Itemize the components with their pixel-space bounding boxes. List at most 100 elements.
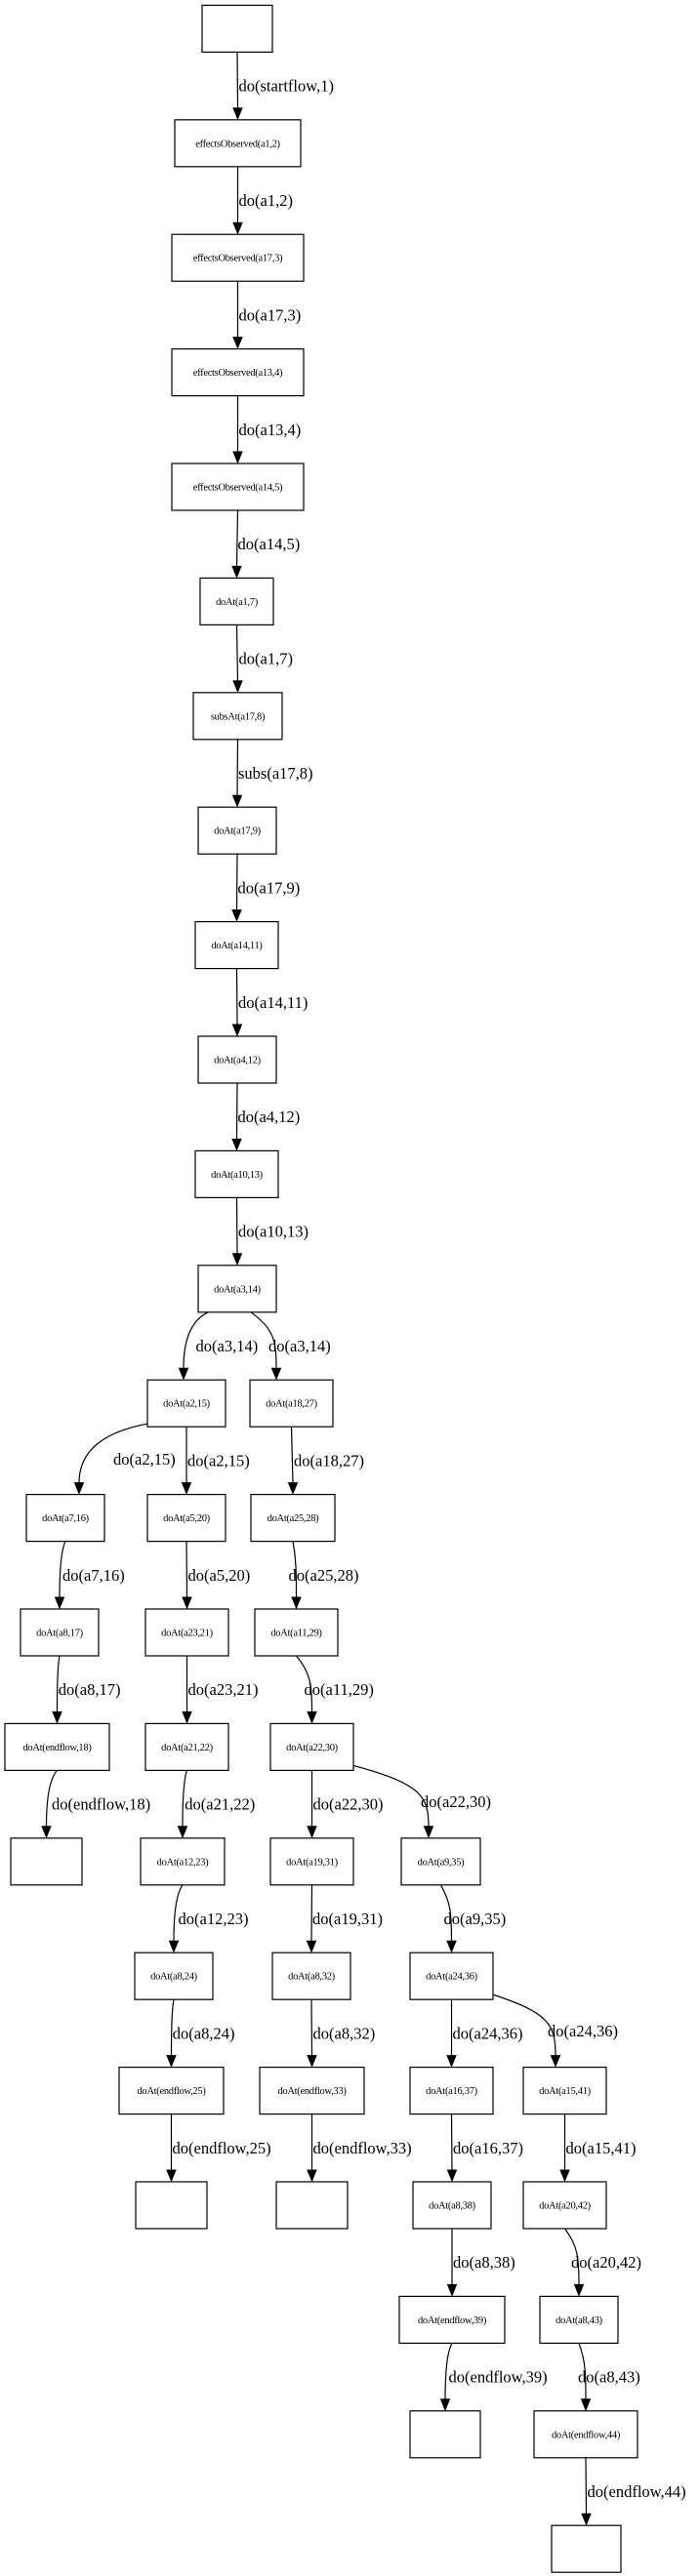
node-box	[135, 2181, 208, 2230]
graph-node: doAt(a1,7)	[199, 577, 274, 626]
node-label: doAt(a12,23)	[157, 1857, 209, 1868]
node-box	[533, 2410, 638, 2459]
terminal-node	[135, 2181, 208, 2230]
edge-label: do(a24,36)	[548, 2022, 618, 2040]
node-box	[409, 2067, 494, 2115]
node-box	[400, 1837, 481, 1886]
edge-line	[292, 1541, 298, 1598]
edge-label: do(a17,9)	[238, 878, 301, 897]
edge-line	[439, 1884, 453, 1942]
edge: do(a25,28)	[289, 1541, 358, 1610]
graph-node: doAt(a9,35)	[400, 1837, 481, 1886]
arrowhead-icon	[41, 1826, 52, 1839]
arrowhead-icon	[270, 1367, 282, 1381]
edge: do(a4,12)	[231, 1082, 300, 1151]
node-box	[171, 348, 305, 397]
edge-line	[235, 854, 238, 910]
node-box	[146, 1379, 226, 1428]
edge: do(a24,36)	[446, 1999, 523, 2068]
terminal-node	[10, 1837, 83, 1886]
node-label: effectsObserved(a14,5)	[193, 483, 283, 494]
graph-node: doAt(a22,30)	[269, 1722, 354, 1772]
edge-label: do(endflow,18)	[52, 1795, 150, 1814]
arrowhead-icon	[307, 1711, 317, 1724]
edge-label: do(a8,32)	[313, 2024, 376, 2042]
node-box	[194, 920, 279, 970]
edge-label: do(a5,20)	[188, 1566, 251, 1585]
node-box	[271, 1952, 351, 2000]
edge-label: do(a19,31)	[312, 1910, 383, 1928]
node-label: doAt(a8,38)	[429, 2201, 476, 2212]
graph-node: effectsObserved(a17,3)	[171, 233, 305, 282]
arrowhead-icon	[307, 2055, 317, 2068]
edge-label: do(a22,30)	[313, 1795, 384, 1814]
graph-node: effectsObserved(a13,4)	[171, 348, 305, 397]
edge: do(a8,43)	[578, 2343, 640, 2412]
node-box	[197, 1035, 277, 1084]
edge-label: do(startflow,1)	[239, 77, 334, 96]
node-label: doAt(a11,29)	[270, 1629, 322, 1639]
edge-label: do(endflow,44)	[588, 2482, 686, 2501]
graph-node: doAt(a17,9)	[197, 806, 277, 855]
arrowhead-icon	[52, 1711, 62, 1724]
node-label: doAt(a19,31)	[286, 1857, 338, 1868]
arrowhead-icon	[166, 2169, 177, 2183]
edge-line	[59, 1541, 66, 1598]
edge-label: do(a14,5)	[238, 535, 301, 553]
node-box	[275, 2181, 349, 2230]
edge: do(startflow,1)	[232, 52, 334, 121]
graph-node: doAt(a5,20)	[146, 1493, 226, 1543]
terminal-node	[551, 2524, 622, 2573]
node-label: effectsObserved(a13,4)	[193, 368, 283, 379]
arrowhead-icon	[446, 2169, 458, 2183]
graph-node: doAt(a8,24)	[134, 1952, 214, 2000]
edge: do(a18,27)	[287, 1427, 364, 1495]
edge-line	[578, 2343, 587, 2399]
edge-line	[310, 1884, 313, 1942]
edge: do(a22,30)	[307, 1770, 384, 1839]
edge-label: do(endflow,33)	[313, 2139, 412, 2157]
graph-node: doAt(a3,14)	[197, 1265, 277, 1313]
arrowhead-icon	[231, 1253, 243, 1267]
node-label: doAt(a8,24)	[150, 1972, 198, 1983]
node-box	[249, 1379, 334, 1428]
node-label: doAt(a24,36)	[426, 1972, 477, 1983]
edge-line	[585, 2457, 588, 2515]
edge-label: do(a21,22)	[185, 1795, 255, 1814]
node-box	[199, 577, 274, 626]
edge-label: do(a8,38)	[453, 2253, 515, 2272]
node-label: doAt(a8,43)	[556, 2315, 603, 2326]
arrowhead-icon	[550, 2055, 561, 2068]
node-label: doAt(a9,35)	[418, 1857, 466, 1868]
arrowhead-icon	[232, 221, 243, 235]
edge: do(endflow,44)	[581, 2457, 686, 2526]
edge-line	[235, 624, 239, 681]
arrowhead-icon	[178, 1367, 189, 1381]
node-label: doAt(a2,15)	[163, 1399, 211, 1410]
edge-label: do(a18,27)	[294, 1451, 364, 1469]
edge-label: do(a1,2)	[239, 191, 293, 210]
node-box	[522, 2067, 607, 2115]
node-box	[201, 4, 273, 54]
edge: do(a7,16)	[54, 1541, 125, 1610]
edge-line	[290, 1427, 294, 1483]
edge: do(a12,23)	[168, 1884, 248, 1953]
edge-line	[450, 2113, 453, 2171]
edge: do(a21,22)	[177, 1770, 255, 1839]
edge-label: do(a3,14)	[196, 1337, 259, 1355]
node-box	[197, 1265, 277, 1313]
edge-line	[45, 1770, 58, 1827]
edge: do(a14,11)	[231, 968, 308, 1037]
edge: do(a1,2)	[232, 166, 293, 235]
edge: do(a24,36)	[492, 1993, 618, 2068]
edge-label: do(a8,17)	[59, 1680, 121, 1699]
node-box	[174, 119, 302, 168]
edge-line	[250, 1311, 277, 1369]
node-label: doAt(endflow,33)	[277, 2086, 347, 2097]
arrowhead-icon	[232, 337, 243, 349]
edge-label: do(a24,36)	[453, 2024, 523, 2042]
node-box	[134, 1952, 214, 2000]
node-label: doAt(a16,37)	[426, 2086, 477, 2097]
edge-line	[56, 1655, 61, 1712]
